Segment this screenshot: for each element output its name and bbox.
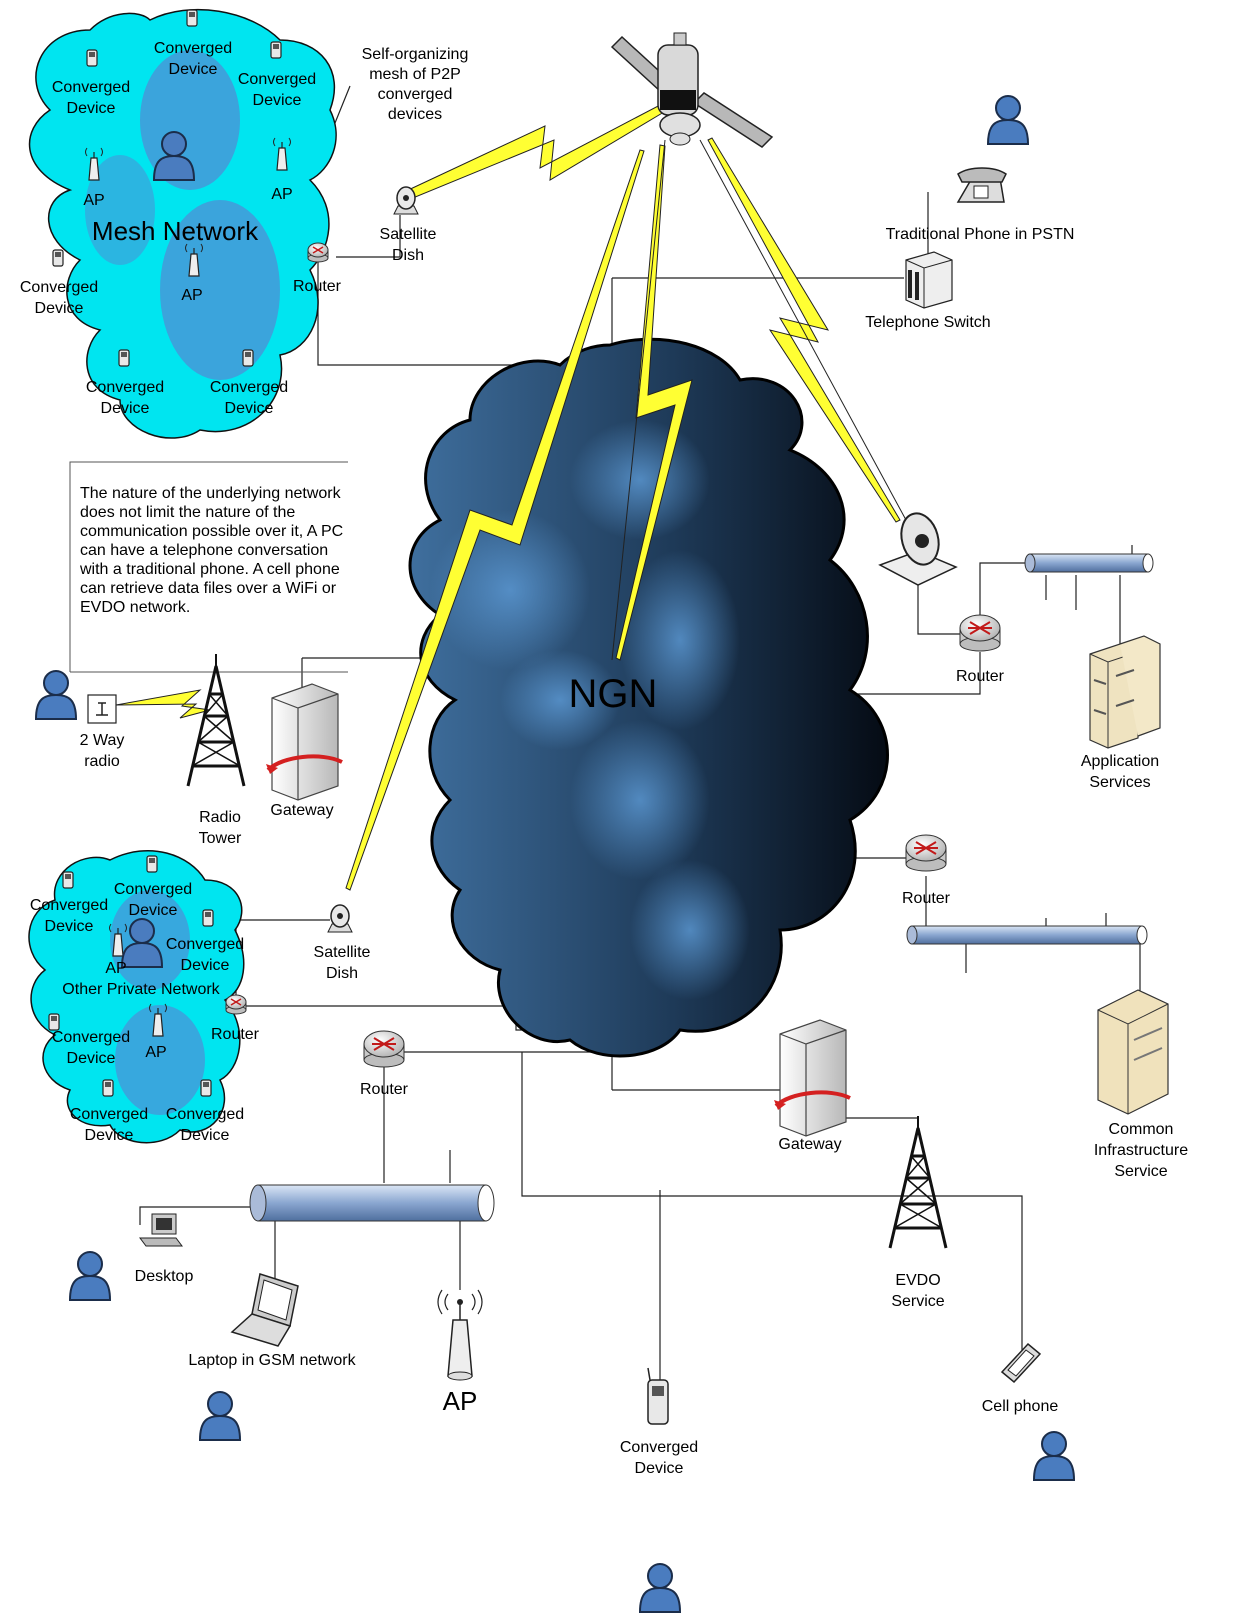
ap-label: AP: [145, 1044, 167, 1061]
cell-phone-icon: [1000, 1342, 1042, 1384]
mesh-network-top-cloud: [28, 8, 337, 439]
user-icon: [639, 1563, 681, 1613]
router-mesh-icon: [307, 242, 329, 263]
converged-device-label: Converged Device: [29, 897, 109, 935]
converged-device-bottom-label: Converged Device: [619, 1439, 699, 1477]
router-right-label: Router: [955, 668, 1005, 685]
satellite-dish-bottom-icon: [327, 904, 353, 933]
converged-device-icon: [62, 871, 74, 889]
lightning-satellite-ngn: [615, 144, 693, 661]
router-center-icon: [363, 1030, 405, 1068]
converged-device-label: Converged Device: [153, 40, 233, 78]
traditional-phone-icon: [956, 167, 1007, 203]
converged-device-label: Converged Device: [237, 71, 317, 109]
user-icon: [69, 1251, 111, 1301]
lightning-satellite-right-dish: [707, 137, 901, 523]
converged-device-label: Converged Device: [165, 936, 245, 974]
lightning-bolts: [115, 104, 901, 891]
converged-device-label: Converged Device: [51, 79, 131, 117]
converged-device-icon: [200, 1079, 212, 1097]
private-network-title: Other Private Network: [62, 981, 220, 998]
router-mid-right-label: Router: [901, 890, 951, 907]
converged-device-icon: [242, 349, 254, 367]
laptop-icon: [230, 1273, 299, 1347]
converged-device-icon: [186, 9, 198, 27]
laptop-label: Laptop in GSM network: [188, 1352, 356, 1369]
traditional-phone-label: Traditional Phone in PSTN: [885, 226, 1075, 243]
ngn-cloud: [408, 337, 889, 1058]
converged-device-label: Converged Device: [51, 1029, 131, 1067]
common-infrastructure-label: Common Infrastructure Service: [1093, 1121, 1189, 1180]
router-mesh-label: Router: [292, 278, 342, 295]
router-private-label: Router: [210, 1026, 260, 1043]
note-box-lines: [69, 461, 348, 673]
application-servers-icon: [1089, 635, 1161, 749]
common-infrastructure-server-icon: [1097, 989, 1169, 1115]
router-right-icon: [959, 614, 1001, 652]
user-icon: [35, 670, 77, 720]
desktop-icon: [139, 1213, 183, 1247]
explanation-note: The nature of the underlying network doe…: [80, 485, 344, 616]
converged-device-label: Converged Device: [69, 1106, 149, 1144]
converged-device-label: Converged Device: [113, 881, 193, 919]
converged-device-label: Converged Device: [209, 379, 289, 417]
mesh-callout: Self-organizing mesh of P2P converged de…: [361, 46, 469, 123]
ap-label: AP: [105, 960, 127, 977]
backbone-pipe-mid: [906, 925, 1148, 945]
access-point-big-icon: [437, 1289, 483, 1381]
private-network-cloud: [28, 850, 245, 1144]
ngn-label: NGN: [568, 672, 658, 716]
user-icon: [199, 1391, 241, 1441]
mesh-network-title: Mesh Network: [91, 216, 259, 246]
converged-device-icon: [146, 855, 158, 873]
two-way-radio-icon: [87, 694, 117, 724]
satellite-dish-bottom-label: Satellite Dish: [313, 944, 371, 982]
telephone-switch-label: Telephone Switch: [865, 314, 991, 331]
backbone-pipe-right: [1024, 553, 1154, 573]
satellite-dish-right-icon: [878, 512, 958, 586]
radio-tower-icon: [186, 652, 246, 788]
radio-tower-label: Radio Tower: [198, 809, 242, 847]
converged-device-icon: [118, 349, 130, 367]
converged-device-label: Converged Device: [165, 1106, 245, 1144]
gateway-left-icon: [264, 682, 344, 802]
satellite-icon: [610, 32, 774, 148]
evdo-service-label: EVDO Service: [891, 1272, 945, 1310]
ap-label: AP: [181, 287, 203, 304]
user-icon: [987, 95, 1029, 145]
router-center-label: Router: [359, 1081, 409, 1098]
gateway-right-icon: [772, 1018, 852, 1138]
cell-phone-label: Cell phone: [981, 1398, 1059, 1415]
converged-device-label: Converged Device: [19, 279, 99, 317]
ap-label: AP: [271, 186, 293, 203]
ap-label: AP: [83, 192, 105, 209]
gateway-right-label: Gateway: [778, 1136, 842, 1153]
converged-device-icon: [52, 249, 64, 267]
lightning-satellite-bottom-dish: [345, 149, 645, 891]
backbone-pipe-bottom: [249, 1184, 495, 1222]
converged-device-icon: [86, 49, 98, 67]
two-way-radio-label: 2 Way radio: [79, 732, 125, 770]
converged-device-bottom-icon: [647, 1367, 669, 1425]
satellite-links: [611, 139, 907, 661]
router-mid-right-icon: [905, 834, 947, 872]
converged-device-icon: [102, 1079, 114, 1097]
evdo-tower-icon: [888, 1114, 948, 1250]
satellite-dish-top-label: Satellite Dish: [379, 226, 437, 264]
application-services-label: Application Services: [1080, 753, 1160, 791]
converged-device-label: Converged Device: [85, 379, 165, 417]
telephone-switch-icon: [905, 251, 953, 309]
gateway-left-label: Gateway: [270, 802, 334, 819]
user-icon: [1033, 1431, 1075, 1481]
ap-bottom-label: AP: [442, 1386, 478, 1416]
desktop-label: Desktop: [134, 1268, 194, 1285]
lightning-radio: [115, 689, 211, 719]
converged-device-icon: [270, 41, 282, 59]
